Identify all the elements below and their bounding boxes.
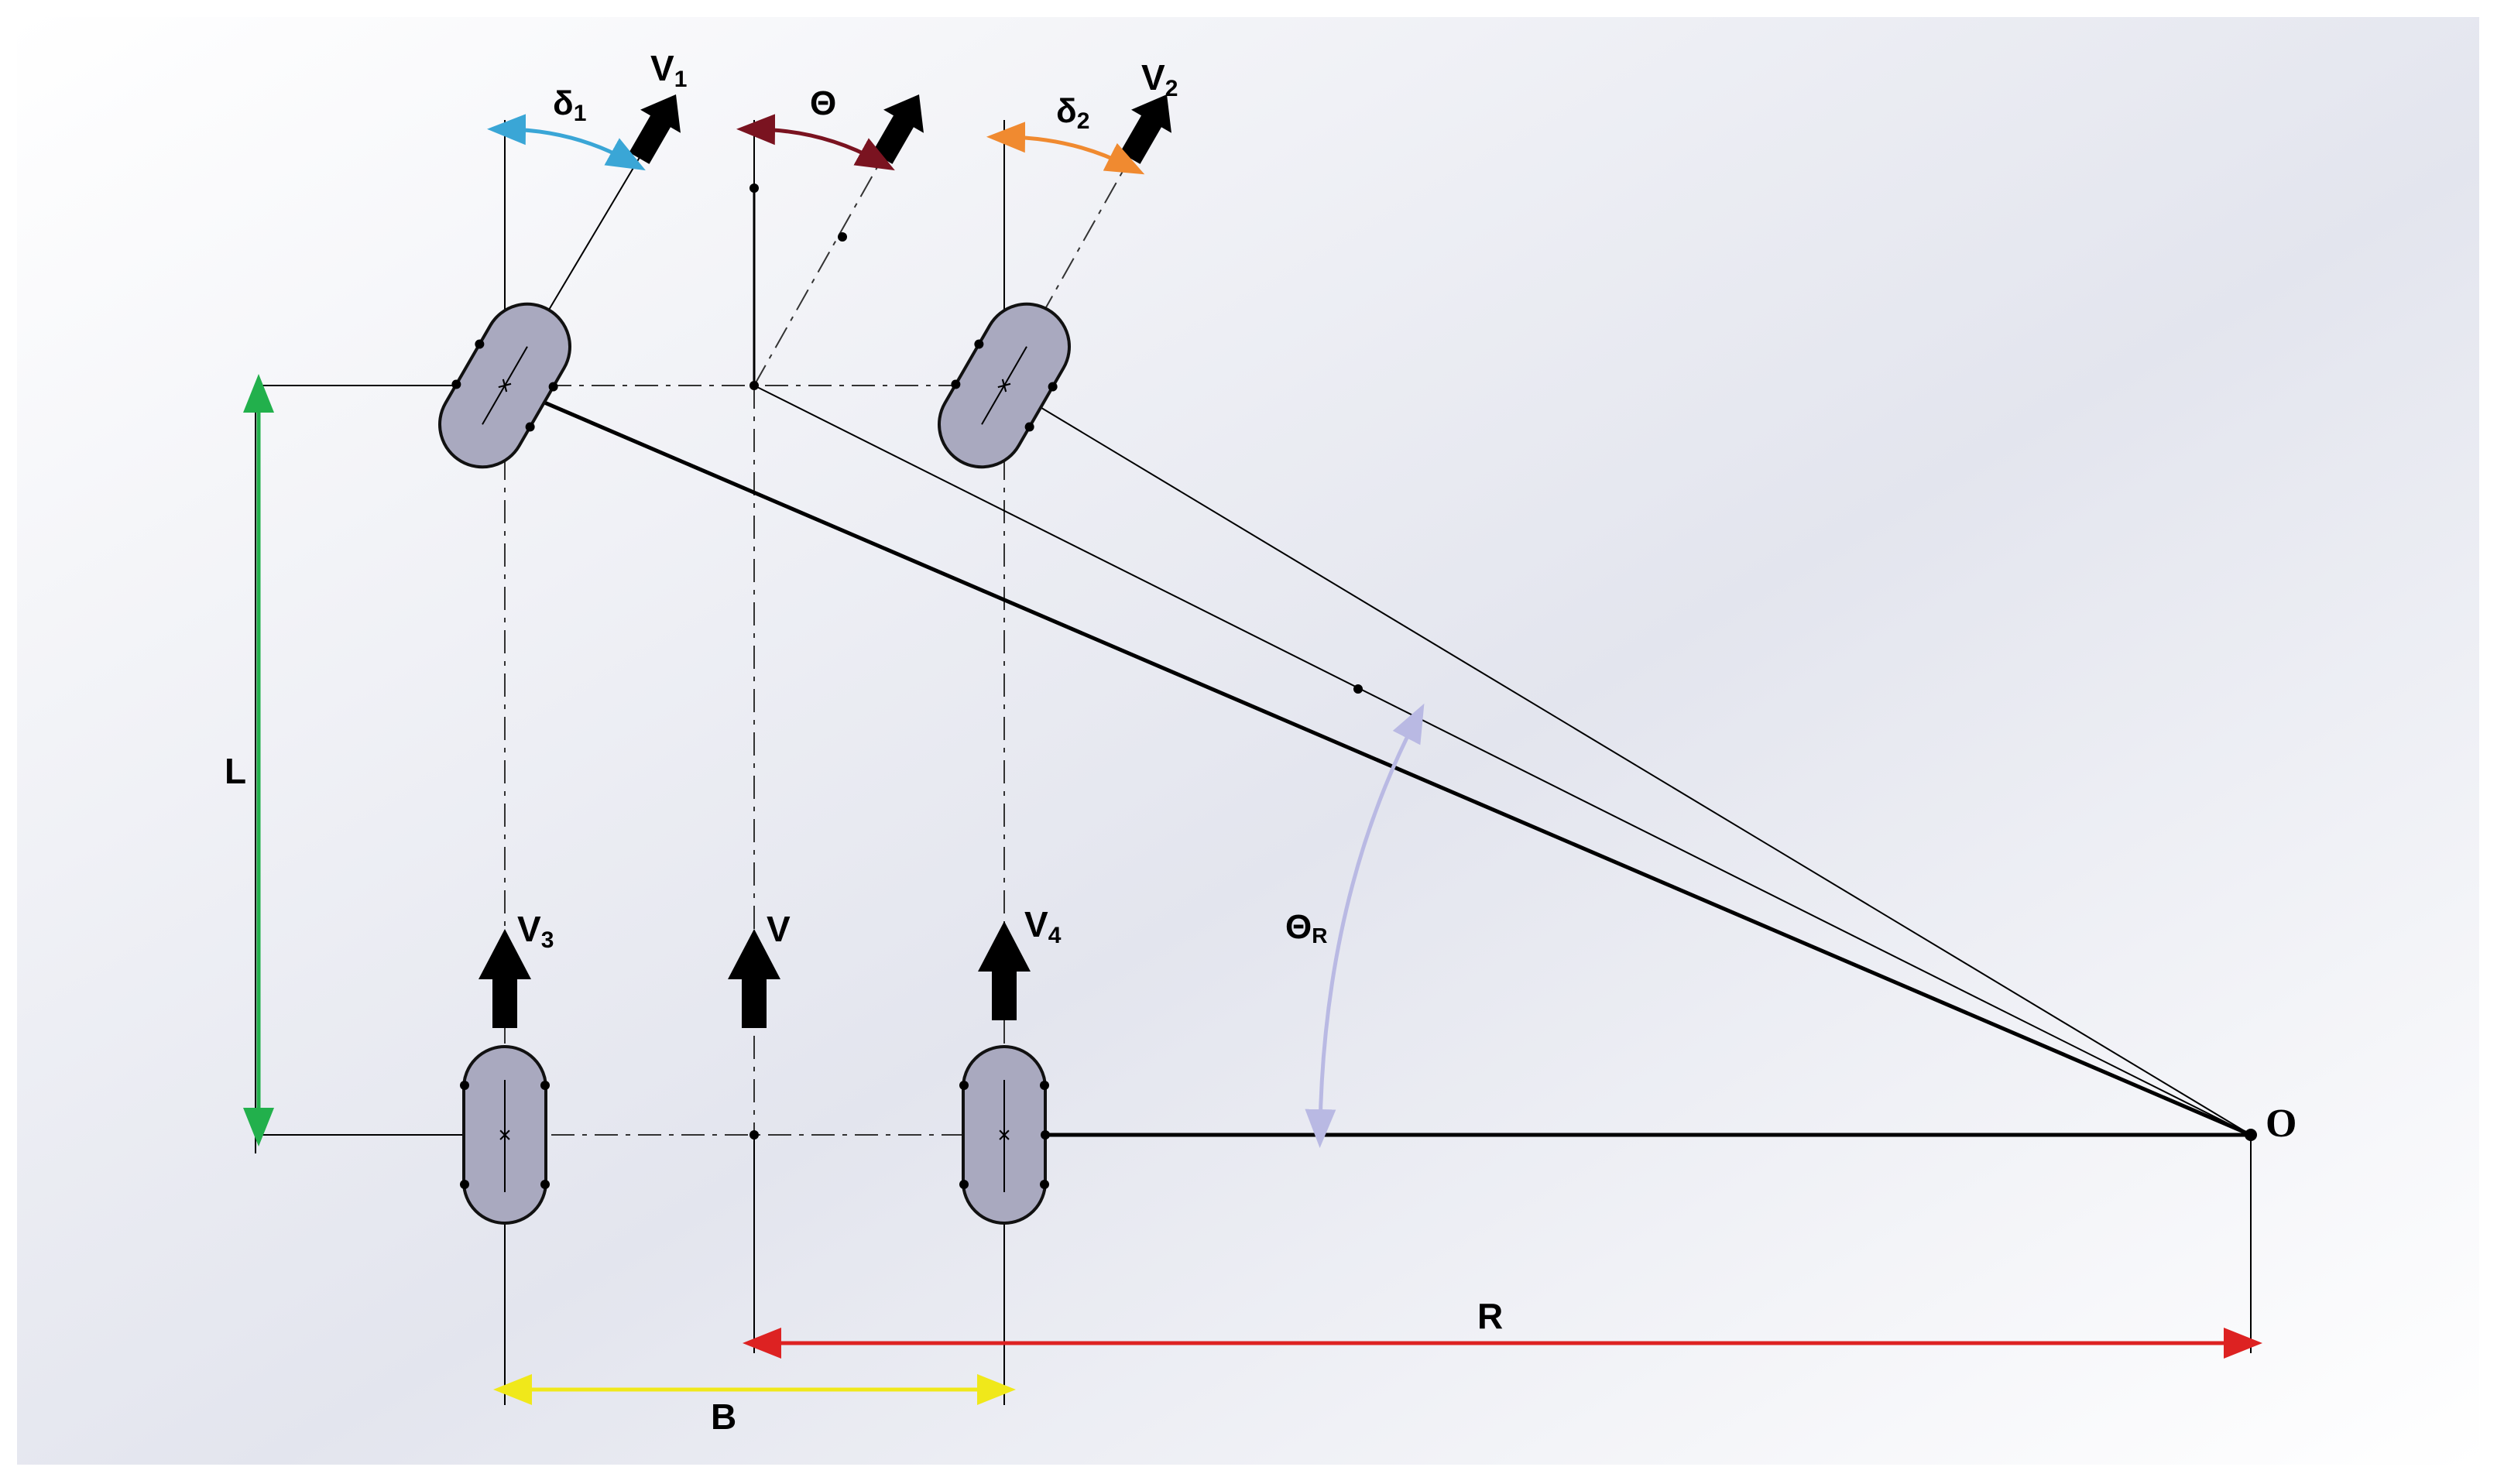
wheel-rear-left: × bbox=[460, 1045, 550, 1225]
dimensions bbox=[243, 374, 2262, 1405]
label-B: B bbox=[711, 1397, 736, 1437]
label-delta1: δ1 bbox=[553, 84, 586, 126]
label-v3: V3 bbox=[517, 909, 554, 953]
arc-theta bbox=[736, 114, 895, 171]
point-o bbox=[2245, 1129, 2257, 1141]
wheel-front-right: × bbox=[938, 302, 1071, 469]
angle-arcs bbox=[487, 114, 1425, 1148]
reference-points bbox=[749, 183, 2257, 1141]
label-v4: V4 bbox=[1024, 904, 1062, 948]
wheel-front-left: × bbox=[438, 302, 571, 469]
label-L: L bbox=[225, 751, 246, 791]
wheel-rear-right: × bbox=[959, 1045, 1050, 1225]
label-v1: V1 bbox=[650, 48, 687, 92]
svg-text:×: × bbox=[498, 1122, 512, 1148]
background-panel bbox=[17, 17, 2479, 1465]
arrow-v3 bbox=[479, 929, 531, 1028]
label-theta: Θ bbox=[810, 84, 836, 122]
arrow-v4 bbox=[978, 921, 1031, 1020]
label-R: R bbox=[1477, 1296, 1503, 1336]
labels: V1 δ1 Θ δ2 V2 L V3 V V4 ΘR O R B bbox=[225, 48, 2296, 1437]
arc-theta-r bbox=[1305, 703, 1425, 1148]
svg-text:×: × bbox=[997, 1122, 1011, 1148]
label-O: O bbox=[2266, 1102, 2296, 1146]
label-v2: V2 bbox=[1141, 57, 1178, 101]
arc-delta1 bbox=[487, 114, 646, 171]
label-v: V bbox=[767, 909, 791, 949]
label-delta2: δ2 bbox=[1056, 92, 1089, 134]
arrow-v bbox=[728, 929, 780, 1028]
arc-delta2 bbox=[986, 122, 1145, 175]
label-theta-r: ΘR bbox=[1285, 908, 1327, 948]
